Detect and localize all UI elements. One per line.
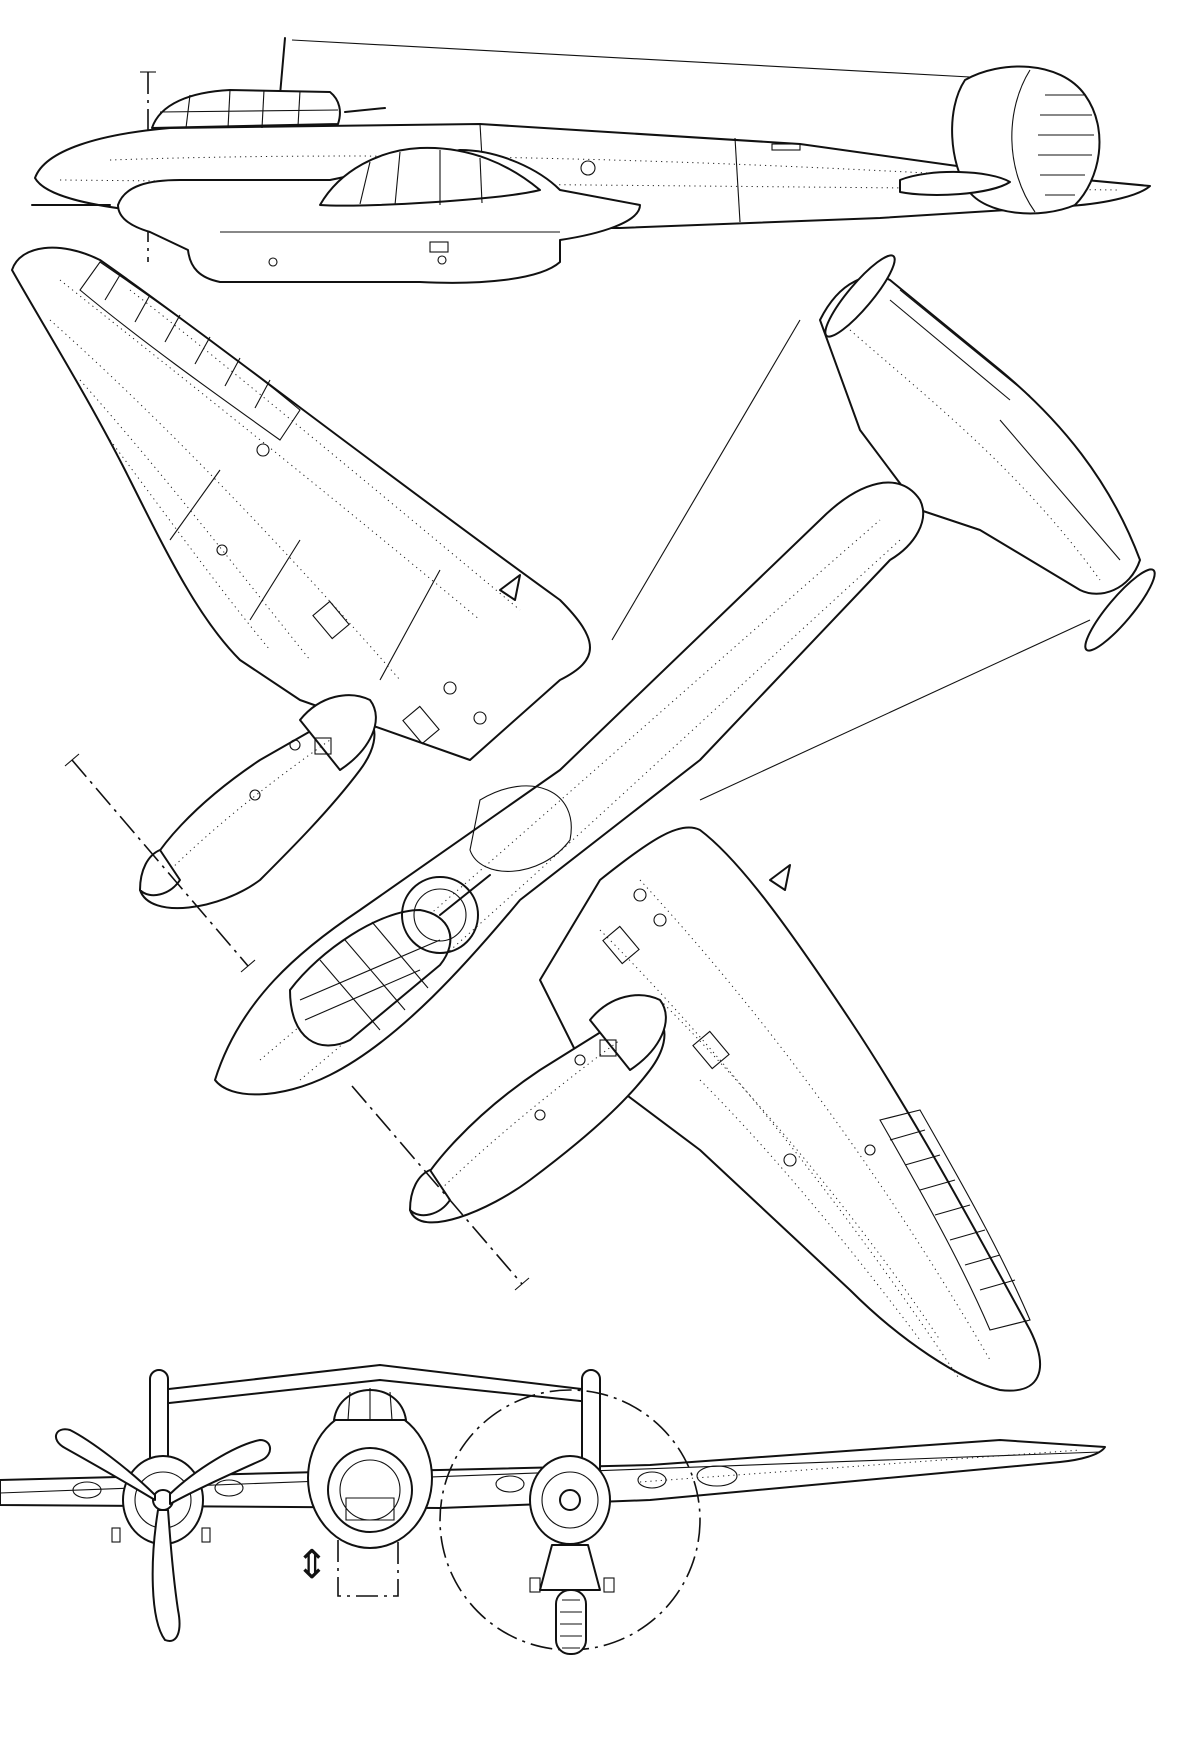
plan-aileron-right [879, 1109, 1031, 1331]
side-tailplane [899, 170, 1011, 196]
front-exhaust [201, 1527, 211, 1543]
plan-antenna-wire [699, 619, 1091, 801]
plan-nacelle-bolt [574, 1054, 586, 1066]
front-spinner-right [559, 1489, 581, 1511]
front-intake [214, 1479, 244, 1497]
plan-nacelle-left-cowl [299, 694, 377, 771]
plan-turret-ring [401, 876, 479, 954]
front-view: ⇕ [0, 1364, 1106, 1655]
side-nacelle-bolt [437, 255, 447, 265]
plan-wing-left [11, 246, 591, 761]
side-panel-line [734, 137, 741, 223]
plan-turret-inner [413, 888, 467, 942]
plan-wing-right [539, 826, 1041, 1392]
front-intake [72, 1481, 102, 1499]
side-engine-cowl-hump [319, 146, 541, 207]
front-gear-leg [539, 1544, 601, 1591]
plan-wing-left-rivets [49, 279, 521, 681]
plan-nacelle-left [139, 712, 376, 910]
front-wing-rivets [639, 1449, 1081, 1483]
plan-fuselage-rivets [299, 539, 901, 1081]
plan-aileron-left [79, 261, 301, 441]
front-retraction-arrow-icon: ⇕ [295, 1542, 329, 1588]
plan-nacelle-bolt [289, 739, 301, 751]
front-nose-panel [345, 1497, 395, 1521]
plan-wing-port [443, 681, 457, 695]
side-roundel [580, 160, 596, 176]
plan-wing-right-rivets [599, 879, 991, 1381]
front-intake [495, 1475, 525, 1493]
front-main-wheel [555, 1589, 587, 1655]
side-dorsal-gun [344, 107, 386, 113]
plan-wing-port [653, 913, 667, 927]
side-engine-cowl-lines [359, 150, 483, 206]
plan-fin-endplate-bottom [1084, 568, 1156, 652]
plan-antenna-wire [611, 319, 801, 641]
plan-prop-axis-right [351, 1085, 523, 1285]
front-prop-blade [55, 1428, 156, 1501]
front-exhaust [111, 1527, 121, 1543]
side-view [31, 37, 1151, 284]
side-nacelle-hatch [429, 241, 449, 253]
plan-turret-gun [439, 874, 491, 916]
plan-prop-axis-tick [240, 959, 256, 973]
front-prop-blade [169, 1439, 271, 1505]
plan-aft-canopy [469, 785, 572, 872]
antenna-wire [291, 39, 989, 79]
plan-view [11, 246, 1156, 1392]
plan-nacelle-bolt [249, 789, 261, 801]
plan-spinner-left [139, 849, 181, 897]
plan-nacelle-right-intake [599, 1039, 617, 1057]
front-canopy-frames [347, 1388, 393, 1421]
plan-nacelle-left-intake [314, 737, 332, 755]
side-canopy [151, 89, 341, 129]
side-nacelle-bolt [268, 257, 278, 267]
plan-nacelle-right-rivets [429, 1039, 621, 1201]
plan-nacelle-right [409, 1012, 666, 1224]
plan-elevator-ribs [889, 289, 1121, 561]
front-exhaust [529, 1577, 541, 1593]
plan-canopy-frames [299, 921, 441, 1031]
plan-wing-left-panel-lines [169, 469, 441, 681]
plan-wing-hatch [402, 705, 440, 745]
plan-nacelle-left-rivets [159, 739, 331, 881]
plan-wing-port [864, 1144, 876, 1156]
side-canopy-frames [159, 89, 339, 129]
side-rudder-hinge [1011, 69, 1036, 213]
front-bomb-bay-outline [337, 1540, 399, 1597]
plan-canopy [289, 909, 452, 1047]
plan-wing-port [256, 443, 270, 457]
plan-wing-hatch [312, 600, 350, 640]
front-nose-ring [327, 1447, 413, 1533]
plan-tailplane-rivets [849, 329, 1101, 581]
antenna-mast [279, 37, 286, 96]
plan-wing-port [633, 888, 647, 902]
front-prop-blade [151, 1509, 181, 1642]
plan-fairing [499, 574, 521, 601]
plan-wing-port [473, 711, 487, 725]
plan-wing-port [216, 544, 228, 556]
plan-wing-port [783, 1153, 797, 1167]
plan-prop-axis-tick [514, 1277, 530, 1291]
plan-nacelle-right-cowl [589, 994, 667, 1071]
front-fuselage [307, 1407, 433, 1549]
plan-wing-hatch [602, 925, 640, 965]
plan-prop-axis-left [71, 759, 249, 967]
front-landing-light [696, 1465, 738, 1487]
side-rudder-ribs [1038, 94, 1094, 196]
plan-nacelle-bolt [534, 1109, 546, 1121]
front-intake [637, 1471, 667, 1489]
side-vent [771, 143, 801, 151]
plan-fin-endplate-top [824, 254, 896, 338]
plan-fairing [769, 864, 791, 891]
front-engine-right-cowl [541, 1471, 599, 1529]
front-wheel-tread [560, 1599, 582, 1649]
front-exhaust [603, 1577, 615, 1593]
plan-wing-hatch [692, 1030, 730, 1070]
plan-prop-axis-tick [64, 753, 80, 767]
plan-spinner-right [409, 1169, 451, 1217]
